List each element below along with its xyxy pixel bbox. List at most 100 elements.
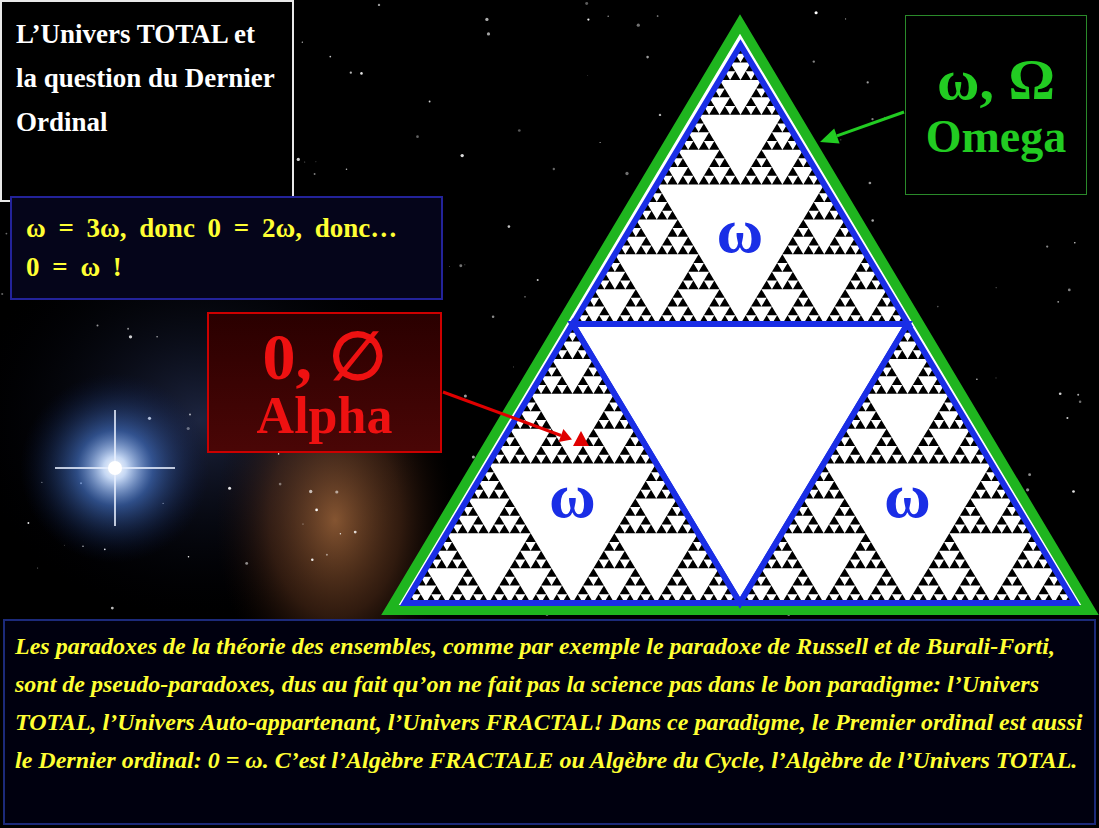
star bbox=[279, 483, 282, 486]
title-box: L’Univers TOTAL et la question du Dernie… bbox=[0, 0, 294, 202]
star bbox=[302, 523, 303, 524]
omega-label: ω bbox=[713, 199, 768, 263]
star bbox=[304, 161, 305, 162]
star bbox=[27, 522, 29, 524]
omega-label: ω bbox=[880, 464, 935, 528]
star bbox=[1028, 473, 1031, 476]
star bbox=[587, 74, 589, 76]
star bbox=[585, 2, 588, 5]
triangle-fill bbox=[573, 45, 908, 324]
star bbox=[1072, 490, 1075, 493]
alpha-leader bbox=[443, 392, 561, 436]
triangle-fill bbox=[405, 324, 740, 603]
star bbox=[518, 129, 521, 132]
star bbox=[297, 158, 300, 161]
star bbox=[637, 24, 640, 27]
omega-triangle-outline bbox=[390, 24, 1090, 610]
star bbox=[657, 15, 659, 17]
star bbox=[350, 72, 352, 74]
star bbox=[129, 335, 132, 338]
star bbox=[111, 607, 114, 610]
star bbox=[995, 377, 997, 379]
star bbox=[1079, 401, 1082, 404]
star bbox=[416, 135, 419, 138]
omega-word: Omega bbox=[926, 112, 1067, 163]
omega-symbols: ω, Ω bbox=[937, 48, 1055, 112]
star bbox=[302, 42, 303, 43]
star bbox=[1059, 392, 1062, 395]
star bbox=[1, 293, 3, 295]
star bbox=[6, 233, 8, 235]
blue-star-glow bbox=[20, 373, 210, 563]
star bbox=[607, 15, 609, 17]
alpha-word: Alpha bbox=[257, 390, 393, 442]
equation-text: ω = 3ω, donc 0 = 2ω, donc… 0 = ω ! bbox=[26, 209, 406, 287]
omega-arrowhead bbox=[820, 128, 840, 143]
star bbox=[871, 118, 873, 120]
star bbox=[524, 296, 525, 297]
star bbox=[315, 509, 318, 512]
star bbox=[537, 279, 539, 281]
star bbox=[188, 556, 190, 558]
fractal-triangle: ω bbox=[740, 324, 1075, 603]
star bbox=[464, 394, 467, 397]
star bbox=[1077, 394, 1079, 396]
star bbox=[459, 264, 462, 267]
sierpinski-pattern bbox=[573, 45, 908, 324]
star bbox=[1068, 289, 1071, 292]
star bbox=[354, 531, 357, 534]
star bbox=[646, 56, 649, 59]
star bbox=[976, 379, 977, 380]
title-text: L’Univers TOTAL et la question du Dernie… bbox=[16, 12, 278, 144]
star bbox=[245, 562, 248, 565]
star bbox=[335, 490, 338, 493]
star bbox=[815, 11, 818, 14]
star bbox=[228, 487, 231, 490]
star bbox=[600, 142, 601, 143]
blue-star-core bbox=[108, 461, 122, 475]
star bbox=[1066, 417, 1068, 419]
star bbox=[326, 554, 328, 556]
triangle-border bbox=[573, 45, 908, 324]
equation-box: ω = 3ω, donc 0 = 2ω, donc… 0 = ω ! bbox=[10, 196, 443, 300]
star bbox=[461, 154, 464, 157]
star bbox=[315, 161, 317, 163]
star bbox=[1057, 301, 1059, 303]
star bbox=[346, 168, 348, 170]
alpha-point bbox=[573, 431, 589, 446]
star bbox=[553, 168, 555, 170]
triangle-border bbox=[740, 324, 1075, 603]
star bbox=[464, 264, 465, 265]
alpha-arrowhead bbox=[559, 429, 572, 442]
star bbox=[485, 18, 488, 21]
star bbox=[309, 490, 312, 493]
star bbox=[429, 101, 431, 103]
fractal-triangle: ω bbox=[573, 45, 908, 324]
star bbox=[625, 172, 628, 175]
caption-box: Les paradoxes de la théorie des ensemble… bbox=[3, 619, 1096, 825]
star bbox=[314, 173, 316, 175]
star bbox=[360, 72, 363, 75]
star bbox=[512, 366, 514, 368]
star bbox=[37, 568, 38, 569]
star bbox=[1026, 488, 1029, 491]
star bbox=[884, 116, 886, 118]
fractal-triangle: ω bbox=[405, 324, 740, 603]
alpha-box: 0, ∅Alpha bbox=[207, 312, 442, 453]
star bbox=[1074, 242, 1076, 244]
star bbox=[840, 139, 841, 140]
star bbox=[311, 559, 314, 562]
sierpinski-pattern bbox=[740, 324, 1075, 603]
star bbox=[97, 325, 99, 327]
triangle-border bbox=[405, 324, 740, 603]
star bbox=[587, 18, 589, 20]
star bbox=[813, 60, 815, 62]
sierpinski-pattern bbox=[405, 324, 740, 603]
omega-box: ω, ΩOmega bbox=[905, 15, 1087, 195]
star bbox=[867, 81, 869, 83]
star bbox=[487, 32, 490, 35]
alpha-symbols: 0, ∅ bbox=[263, 324, 387, 390]
star bbox=[378, 4, 380, 6]
star bbox=[449, 266, 451, 268]
star bbox=[492, 315, 495, 318]
